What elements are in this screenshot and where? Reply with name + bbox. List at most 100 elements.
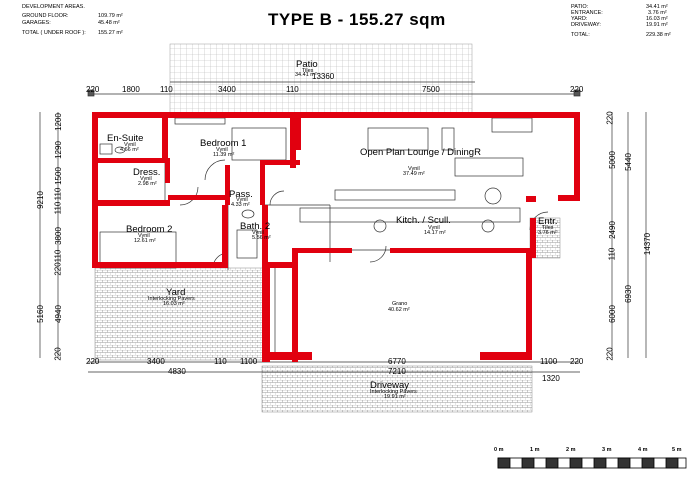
ensuite-finish: Vynil bbox=[124, 142, 136, 148]
dim-right-5: 220 bbox=[605, 347, 615, 361]
ensuite-area: 4.66 m² bbox=[120, 147, 139, 153]
dim-left-9: 220 bbox=[53, 347, 63, 361]
ensuite-name: En-Suite bbox=[107, 133, 144, 144]
dim-top-0: 220 bbox=[86, 85, 100, 94]
bath2-area: 5.56 m² bbox=[252, 235, 271, 241]
bath2-finish: Vynil bbox=[252, 230, 264, 236]
dress-area: 2.98 m² bbox=[138, 181, 157, 187]
driveway-value: 19.91 m² bbox=[646, 22, 668, 28]
lounge-area: 37.49 m² bbox=[403, 171, 425, 177]
patio-name: Patio bbox=[296, 59, 318, 70]
entrance-label: ENTRANCE: bbox=[571, 10, 603, 16]
dim-bottom-1: 3400 bbox=[147, 357, 165, 366]
bedroom2-finish: Vynil bbox=[138, 233, 150, 239]
dim-left-7: 220 bbox=[53, 262, 63, 276]
patio-area bbox=[169, 43, 473, 117]
driveway-area bbox=[261, 365, 533, 413]
dim-bottom-3: 1100 bbox=[240, 357, 258, 366]
patio-finish: Tiles bbox=[302, 68, 314, 74]
dim-top-3: 3400 bbox=[218, 85, 236, 94]
entrance-name: Entr. bbox=[538, 216, 558, 227]
dim-bottom-2: 110 bbox=[214, 357, 227, 366]
dim-left-outer-1: 5160 bbox=[35, 305, 45, 323]
scale-bar bbox=[497, 457, 687, 469]
ground-floor-label: GROUND FLOOR: bbox=[22, 13, 69, 19]
bedroom1-finish: Vynil bbox=[216, 147, 228, 153]
dim-right-3: 110 bbox=[607, 247, 617, 261]
driveway-finish: Interlocking Pavers bbox=[370, 389, 417, 395]
scale-label-2: 2 m bbox=[566, 447, 576, 453]
driveway-name: Driveway bbox=[370, 380, 410, 391]
plan-title: TYPE B - 155.27 sqm bbox=[268, 10, 446, 29]
entrance-value: 3.76 m² bbox=[648, 10, 667, 16]
patio-value: 34.41 m² bbox=[646, 4, 668, 10]
dim-left-5: 3800 bbox=[53, 227, 63, 245]
pass-area: 4.33 m² bbox=[231, 202, 250, 208]
bedroom1-area: 11.39 m² bbox=[213, 152, 235, 158]
dim-left-2: 1500 bbox=[53, 167, 63, 185]
dim-top-5: 7500 bbox=[422, 85, 440, 94]
scale-label-4: 4 m bbox=[638, 447, 648, 453]
outdoor-total-value: 229.38 m² bbox=[646, 32, 671, 38]
kitchen-finish: Vynil bbox=[428, 225, 440, 231]
dim-bottom-0: 220 bbox=[86, 357, 100, 366]
kitchen-name: Kitch. / Scull. bbox=[396, 215, 451, 226]
dress-finish: Vynil bbox=[140, 176, 152, 182]
dim-bottom-outer-2: 1320 bbox=[542, 374, 560, 383]
outdoor-total-label: TOTAL: bbox=[571, 32, 590, 38]
dim-bottom-outer-1: 7210 bbox=[388, 367, 406, 376]
dim-right-0: 220 bbox=[605, 111, 615, 125]
dim-left-1: 1290 bbox=[53, 141, 63, 159]
bedroom1-name: Bedroom 1 bbox=[200, 138, 247, 149]
lounge-finish: Vynil bbox=[408, 166, 420, 172]
scale-label-3: 3 m bbox=[602, 447, 612, 453]
walls bbox=[92, 112, 580, 362]
yard-name: Yard bbox=[166, 287, 186, 298]
dim-top-4: 110 bbox=[286, 85, 299, 94]
total-label: TOTAL ( UNDER ROOF ): bbox=[22, 30, 86, 36]
scale-label-5: 5 m bbox=[672, 447, 682, 453]
entrance-finish: Tiles bbox=[542, 225, 554, 231]
dim-right-outer-2: 14370 bbox=[643, 232, 653, 256]
dim-left-0: 1200 bbox=[53, 113, 63, 131]
dev-heading: DEVELOPMENT AREAS. bbox=[22, 4, 85, 10]
garage-area: 40.62 m² bbox=[388, 307, 410, 313]
dress-name: Dress. bbox=[133, 167, 161, 178]
dim-bottom-5: 1100 bbox=[540, 357, 558, 366]
dim-left-3: 110 bbox=[53, 187, 63, 201]
scale-label-0: 0 m bbox=[494, 447, 504, 453]
driveway-label: DRIVEWAY: bbox=[571, 22, 601, 28]
yard-finish: Interlocking Pavers bbox=[148, 296, 195, 302]
kitchen-area: 14.17 m² bbox=[424, 230, 446, 236]
ground-floor-value: 109.79 m² bbox=[98, 13, 123, 19]
yard-area: 16.03 m² bbox=[163, 301, 185, 307]
dim-left-4: 110 bbox=[53, 201, 63, 215]
patio-area-text: 34.41 m² bbox=[295, 72, 317, 78]
lounge-name: Open Plan Lounge / DiningR bbox=[360, 147, 481, 158]
dim-left-8: 4940 bbox=[53, 305, 63, 323]
dim-bottom-outer-0: 4830 bbox=[168, 367, 186, 376]
pass-name: Pass. bbox=[229, 189, 253, 200]
dim-right-2: 2490 bbox=[607, 221, 617, 239]
garages-value: 45.48 m² bbox=[98, 20, 120, 26]
entrance-area: 3.76 m² bbox=[538, 230, 557, 236]
patio-label: PATIO: bbox=[571, 4, 589, 10]
dim-top-patio: 13360 bbox=[312, 72, 335, 81]
yard-label: YARD: bbox=[571, 16, 588, 22]
dim-bottom-6: 220 bbox=[570, 357, 584, 366]
dim-top-2: 110 bbox=[160, 85, 173, 94]
bedroom2-area: 12.61 m² bbox=[134, 238, 156, 244]
dim-right-outer-0: 5440 bbox=[623, 153, 633, 171]
garages-label: GARAGES: bbox=[22, 20, 51, 26]
pass-finish: Vynil bbox=[236, 197, 248, 203]
yard-area bbox=[94, 267, 264, 361]
dim-top-6: 220 bbox=[570, 85, 584, 94]
dim-right-1: 5000 bbox=[607, 151, 617, 169]
dim-left-outer-0: 9210 bbox=[35, 191, 45, 209]
scale-label-1: 1 m bbox=[530, 447, 540, 453]
garage-finish: Grano bbox=[392, 301, 408, 307]
bath2-name: Bath. 2 bbox=[240, 221, 271, 232]
dim-bottom-4: 6770 bbox=[388, 357, 406, 366]
driveway-area: 19.91 m² bbox=[384, 394, 406, 400]
